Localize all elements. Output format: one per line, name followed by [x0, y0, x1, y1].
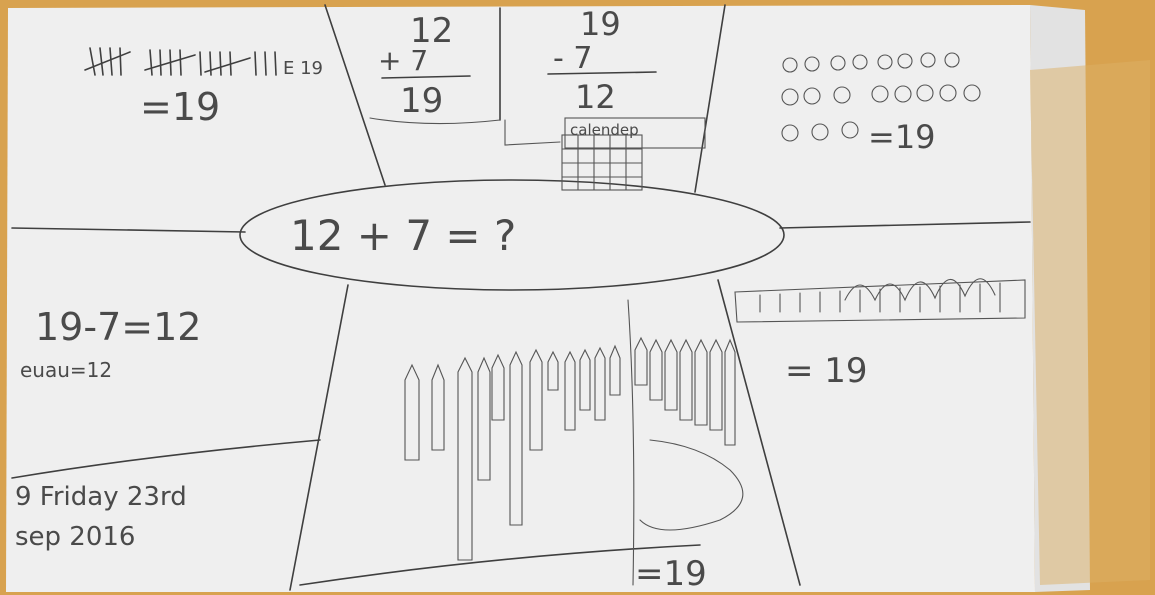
calendar-label: calendep: [570, 121, 639, 139]
addend-b: + 7: [378, 44, 428, 77]
tally-result: =19: [140, 85, 220, 129]
subtraction-note: euau=12: [20, 358, 112, 382]
subtrahend: - 7: [553, 41, 592, 76]
circles-result: =19: [868, 118, 936, 156]
pencils-result: =19: [635, 554, 707, 594]
ruler-result: = 19: [785, 351, 868, 391]
sum: 19: [400, 81, 443, 121]
difference: 12: [575, 78, 616, 116]
minuend: 19: [580, 5, 621, 43]
date-line-1: 9 Friday 23rd: [15, 482, 187, 512]
subtraction-sentence: 19-7=12: [35, 305, 201, 349]
center-equation: 12 + 7 = ?: [290, 211, 516, 260]
tally-suffix: E 19: [283, 58, 323, 79]
date-line-2: sep 2016: [15, 522, 135, 552]
